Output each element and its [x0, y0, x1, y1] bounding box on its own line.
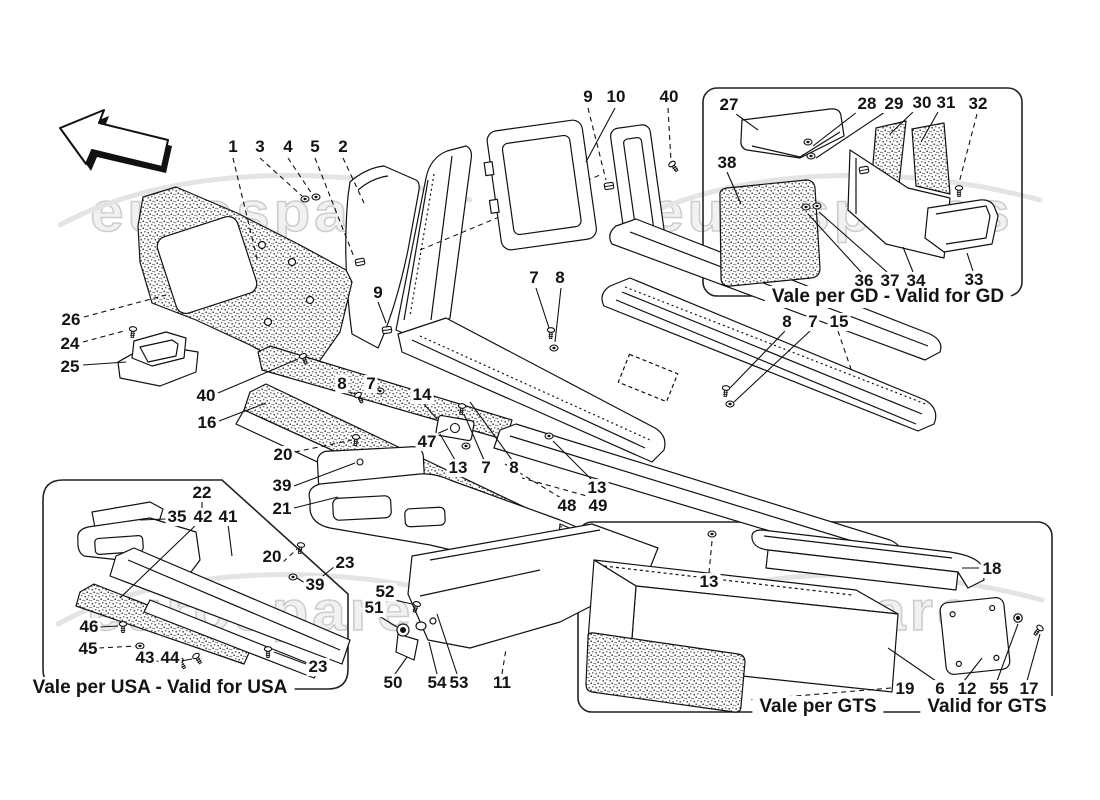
part-number-label: 7	[527, 268, 541, 288]
part-number-label: 52	[373, 582, 397, 602]
part-number-label: 15	[827, 312, 851, 332]
fasteners	[118, 138, 1045, 672]
part-number-label: 38	[715, 153, 739, 173]
part-number-label: 11	[491, 673, 513, 693]
part-number-label: 29	[882, 94, 906, 114]
gts-inset-parts	[585, 529, 1023, 713]
part-number-label: 2	[336, 137, 350, 157]
part-number-label: 36	[852, 271, 876, 291]
part-number-label: 13	[697, 572, 721, 592]
gts-region-caption-right: Valid for GTS	[920, 696, 1054, 718]
lid-part-18	[751, 529, 985, 589]
sill-part-41	[109, 547, 351, 665]
part-number-label: 23	[306, 657, 330, 677]
part-number-label: 7	[479, 458, 493, 478]
plate-part-12	[939, 597, 1011, 675]
part-number-label: 16	[195, 413, 219, 433]
part-number-label: 43	[133, 648, 157, 668]
part-number-label: 28	[855, 94, 879, 114]
part-number-label: 54	[425, 673, 449, 693]
part-number-label: 8	[780, 312, 794, 332]
gts-region-caption-left: Vale per GTS	[752, 696, 884, 718]
part-number-label: 48	[555, 496, 579, 516]
support-frames	[483, 119, 666, 252]
part-number-label: 35	[165, 507, 189, 527]
small-parts-cluster	[395, 633, 419, 661]
part-number-label: 10	[604, 87, 628, 107]
side-panel-part-34	[847, 149, 951, 259]
part-number-label: 18	[980, 559, 1004, 579]
part-number-label: 7	[806, 312, 820, 332]
part-number-label: 41	[216, 507, 240, 527]
part-number-label: 44	[158, 648, 182, 668]
part-number-label: 39	[270, 476, 294, 496]
part-number-label: 51	[362, 598, 386, 618]
part-number-label: 46	[77, 617, 101, 637]
part-number-label: 39	[303, 575, 327, 595]
part-number-label: 47	[415, 432, 439, 452]
part-number-label: 9	[581, 87, 595, 107]
part-number-label: 24	[58, 334, 82, 354]
part-number-label: 27	[717, 95, 741, 115]
part-number-label: 23	[333, 553, 357, 573]
b-post-trim-part-2	[345, 165, 420, 349]
orientation-arrow-icon	[59, 109, 172, 173]
insulation-panel-part-38	[719, 179, 821, 287]
part-number-label: 37	[878, 271, 902, 291]
part-number-label: 53	[447, 673, 471, 693]
part-number-label: 21	[270, 499, 294, 519]
panel-cutout	[156, 215, 258, 315]
part-number-label: 22	[190, 483, 214, 503]
usa-carpet-strip	[75, 583, 253, 665]
part-number-label: 49	[586, 496, 610, 516]
part-number-label: 25	[58, 357, 82, 377]
part-number-label: 19	[893, 679, 917, 699]
part-number-label: 9	[371, 283, 385, 303]
part-number-label: 3	[253, 137, 267, 157]
part-number-label: 12	[955, 679, 979, 699]
part-number-label: 40	[194, 386, 218, 406]
part-number-label: 55	[987, 679, 1011, 699]
part-number-label: 31	[934, 93, 958, 113]
part-number-label: 5	[308, 137, 322, 157]
part-number-label: 7	[364, 374, 378, 394]
part-number-label: 34	[904, 271, 928, 291]
gd-inset-parts	[719, 108, 999, 287]
pillar-trim	[395, 145, 473, 339]
part-number-label: 20	[271, 445, 295, 465]
part-number-label: 17	[1017, 679, 1041, 699]
floor-panel-part-11	[407, 523, 659, 649]
part-number-label: 13	[585, 478, 609, 498]
part-number-label: 8	[335, 374, 349, 394]
part-number-label: 14	[410, 385, 434, 405]
part-number-label: 1	[226, 137, 240, 157]
part-number-label: 45	[76, 639, 100, 659]
part-number-label: 30	[910, 93, 934, 113]
part-number-label: 13	[446, 458, 470, 478]
lower-console-group	[308, 446, 659, 661]
carpet-panel-part-19	[585, 632, 746, 713]
part-number-label: 20	[260, 547, 284, 567]
usa-region-caption: Vale per USA - Valid for USA	[25, 677, 295, 699]
part-number-label: 4	[281, 137, 295, 157]
part-number-label: 8	[507, 458, 521, 478]
sill-rail-part-15	[601, 277, 937, 432]
part-number-label: 8	[553, 268, 567, 288]
part-number-label: 50	[381, 673, 405, 693]
console-part-22	[77, 517, 201, 577]
usa-inset-parts	[75, 501, 351, 679]
part-number-label: 26	[59, 310, 83, 330]
part-number-label: 33	[962, 270, 986, 290]
gd-region-caption: Vale per GD - Valid for GD	[764, 286, 1012, 308]
part-number-label: 42	[191, 507, 215, 527]
left-quarter-panels	[117, 165, 513, 441]
part-number-label: 40	[657, 87, 681, 107]
part-number-label: 32	[966, 94, 990, 114]
part-number-label: 6	[933, 679, 947, 699]
